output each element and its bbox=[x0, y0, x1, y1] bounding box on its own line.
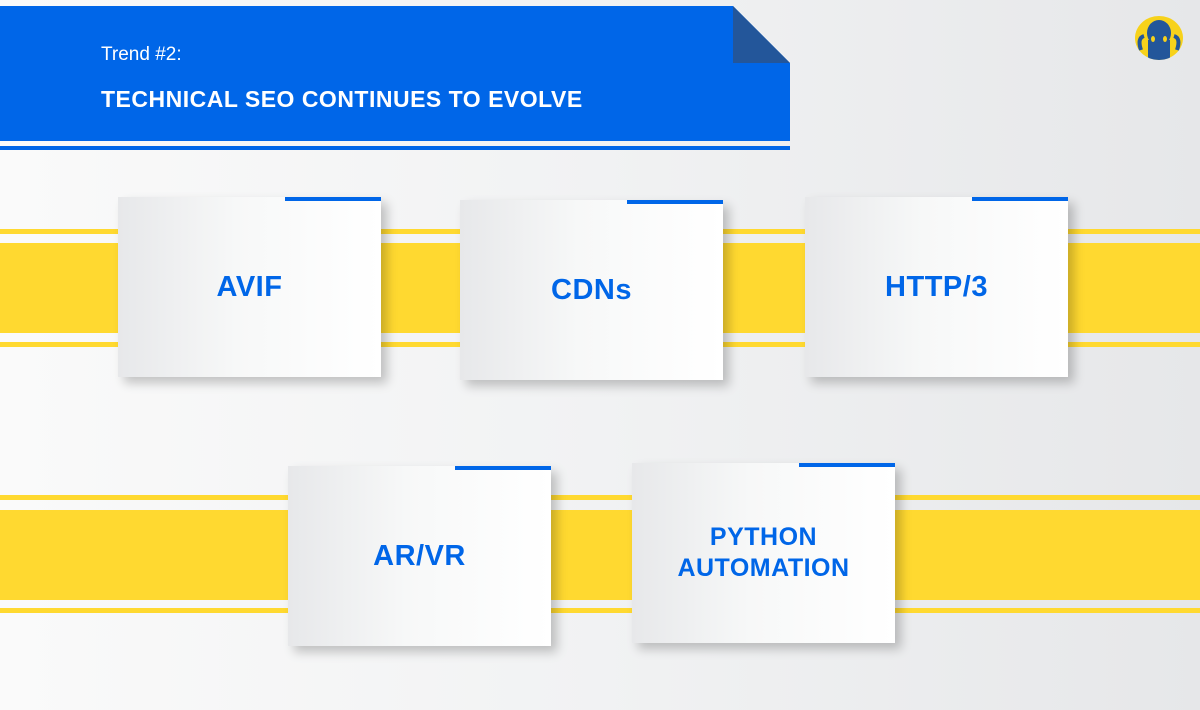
card-label: AVIF bbox=[216, 270, 283, 303]
card-accent-bar bbox=[972, 197, 1068, 201]
header-banner bbox=[0, 6, 790, 141]
card-label: AR/VR bbox=[373, 539, 466, 572]
card-accent-bar bbox=[627, 200, 723, 204]
card-python-automation: PYTHON AUTOMATION bbox=[632, 463, 895, 643]
yellow-stripe bbox=[0, 608, 1200, 613]
page-title: TECHNICAL SEO CONTINUES TO EVOLVE bbox=[101, 86, 583, 112]
card-accent-bar bbox=[455, 466, 551, 470]
card-avif: AVIF bbox=[118, 197, 381, 377]
yellow-stripe bbox=[0, 495, 1200, 500]
card-accent-bar bbox=[285, 197, 381, 201]
card-ar-vr: AR/VR bbox=[288, 466, 551, 646]
yellow-band bbox=[0, 510, 1200, 600]
card-label: CDNs bbox=[551, 273, 632, 306]
header-underline bbox=[0, 146, 790, 150]
octopus-logo-icon bbox=[1135, 16, 1183, 60]
card-accent-bar bbox=[799, 463, 895, 467]
trend-subtitle: Trend #2: bbox=[101, 44, 182, 65]
card-label-line2: AUTOMATION bbox=[677, 554, 850, 582]
card-http3: HTTP/3 bbox=[805, 197, 1068, 377]
card-label-line1: PYTHON bbox=[709, 523, 818, 551]
card-cdns: CDNs bbox=[460, 200, 723, 380]
card-label: HTTP/3 bbox=[885, 270, 988, 303]
corner-fold bbox=[733, 6, 790, 63]
